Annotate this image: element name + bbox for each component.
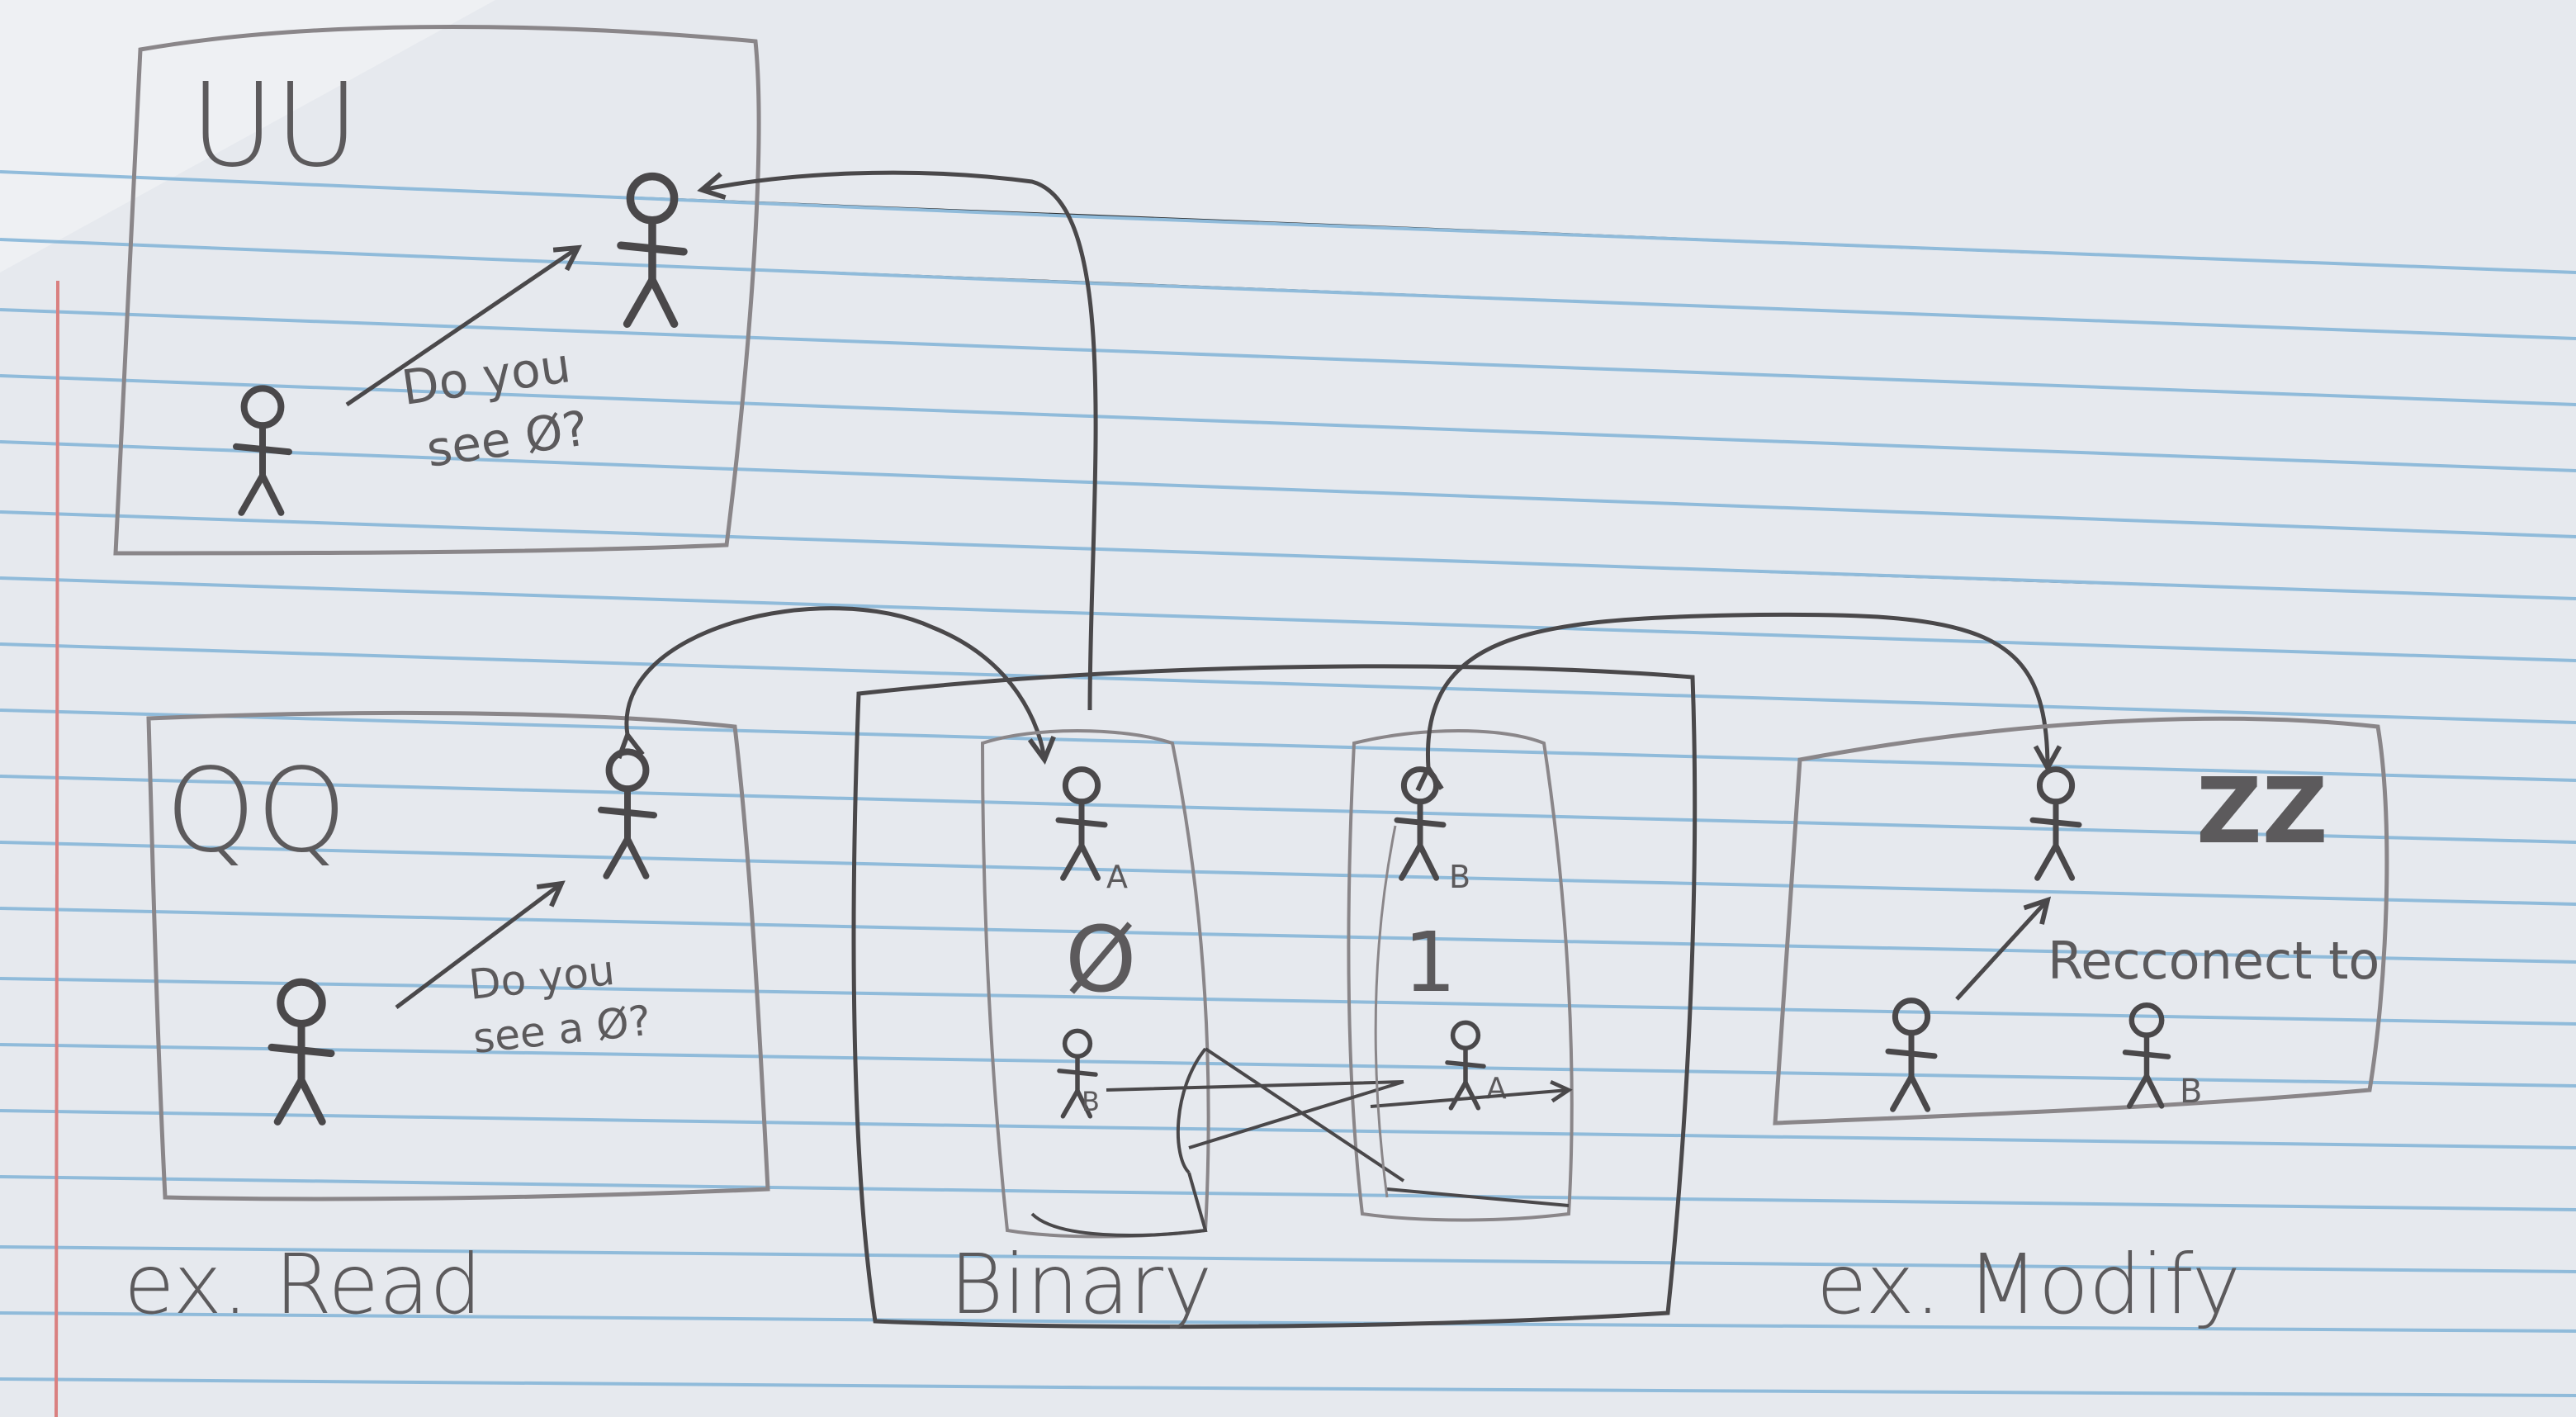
caption-modify: ex. Modify xyxy=(1816,1236,2241,1333)
caption-read: ex. Read xyxy=(124,1236,482,1333)
caption-binary: Binary xyxy=(949,1236,1212,1333)
binary-box: A Ø B B 1 A xyxy=(851,664,1698,1329)
binary-figure-a-lower-subscript: B xyxy=(1082,1086,1100,1117)
uu-question-arrow xyxy=(345,248,578,407)
binary-figure-a-subscript: A xyxy=(1106,859,1128,895)
uu-label: UU xyxy=(190,59,359,193)
qq-question-arrow xyxy=(395,884,561,1009)
page-curl xyxy=(0,0,908,272)
binary-swap-lines xyxy=(1030,1047,1569,1237)
ruled-lines xyxy=(0,170,2576,1397)
qq-label: QQ xyxy=(165,744,347,879)
binary-figure-b-subscript: B xyxy=(1449,859,1470,895)
zz-figure-b-subscript: B xyxy=(2180,1073,2202,1111)
binary-value-a: Ø xyxy=(1065,907,1137,1012)
binary-value-b: 1 xyxy=(1404,914,1456,1011)
zz-box: ZZ B Recconect to xyxy=(1773,716,2389,1126)
margin-line xyxy=(54,280,59,1417)
zz-message-arrow xyxy=(1955,900,2048,1001)
binary-zz-arc xyxy=(1428,612,2048,768)
zz-label: ZZ xyxy=(2196,758,2328,864)
uu-connector-arrow xyxy=(702,170,1098,711)
binary-figure-b-lower-subscript: A xyxy=(1486,1072,1507,1106)
qq-binary-arc xyxy=(627,606,1044,760)
zz-message: Recconect to xyxy=(2048,931,2379,991)
